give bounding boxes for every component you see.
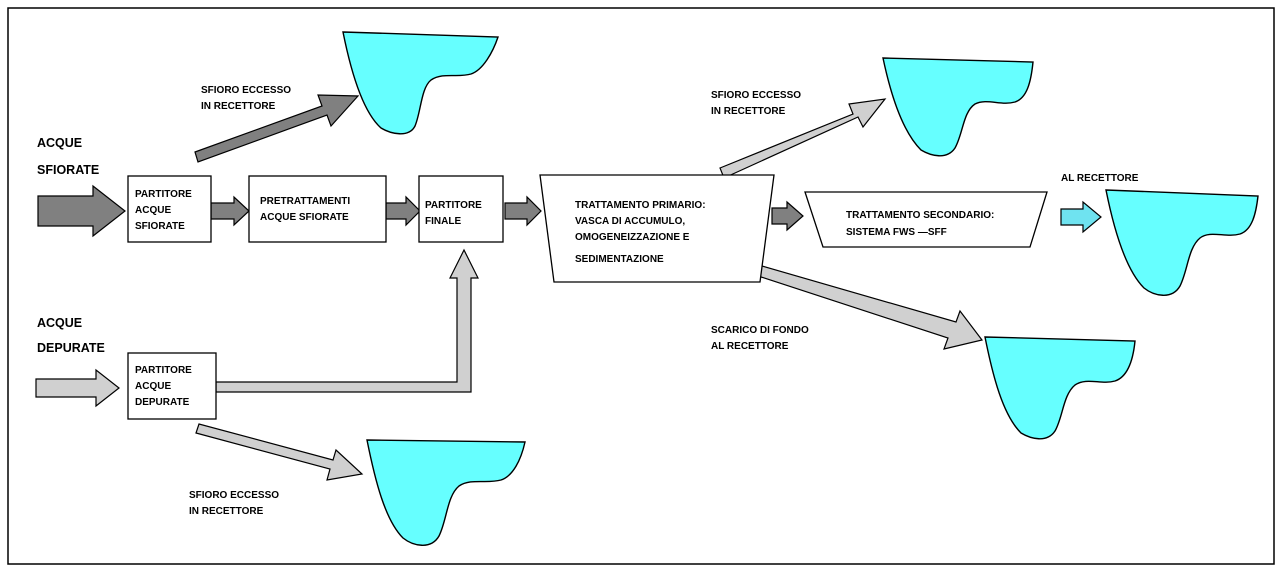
input-label-sfiorate: ACQUE SFIORATE	[37, 136, 99, 177]
pretrattamenti-box	[248, 175, 387, 243]
receiver-basin-top-left-icon	[342, 31, 499, 135]
depurate-to-finale-arrow-icon	[215, 248, 479, 393]
receiver-basin-right-icon	[1105, 189, 1259, 296]
trattamento-primario-label: TRATTAMENTO PRIMARIO: VASCA DI ACCUMULO,…	[575, 200, 708, 265]
partitore-acque-sfiorate-label: PARTITORE ACQUE SFIORATE	[135, 189, 195, 232]
overflow-arrow-top-left-icon	[194, 94, 360, 163]
overflow-arrow-bottom-icon	[195, 423, 364, 481]
bottom-discharge-arrow-icon	[757, 265, 984, 350]
input-arrow-depurate-icon	[35, 368, 120, 408]
diagram-frame	[7, 7, 1275, 565]
partitore-acque-depurate-box	[127, 352, 217, 420]
partitore-finale-box	[418, 175, 504, 243]
partitore-acque-sfiorate-box	[127, 175, 212, 243]
sfioro-label-top-right: SFIORO ECCESSO IN RECETTORE	[711, 90, 804, 117]
input-arrow-sfiorate-icon	[37, 184, 126, 238]
al-recettore-label: AL RECETTORE	[1061, 173, 1139, 184]
flow-arrow-4-icon	[771, 200, 804, 232]
partitore-finale-label: PARTITORE FINALE	[425, 200, 485, 227]
receiver-basin-top-right-icon	[882, 57, 1034, 157]
flow-arrow-1-icon	[210, 195, 250, 227]
sfioro-label-bottom: SFIORO ECCESSO IN RECETTORE	[189, 490, 282, 517]
receiver-basin-bottom-right-icon	[984, 336, 1136, 440]
trattamento-primario-box	[539, 174, 775, 283]
flow-arrow-3-icon	[504, 195, 542, 227]
partitore-acque-depurate-label: PARTITORE ACQUE DEPURATE	[135, 365, 195, 408]
receiver-basin-bottom-icon	[366, 439, 526, 546]
output-arrow-receiver-icon	[1060, 200, 1102, 234]
trattamento-secondario-label: TRATTAMENTO SECONDARIO: SISTEMA FWS —SFF	[846, 210, 997, 238]
flow-arrow-2-icon	[385, 195, 421, 227]
scarico-di-fondo-label: SCARICO DI FONDO AL RECETTORE	[711, 325, 812, 352]
overflow-arrow-top-right-icon	[719, 98, 887, 179]
input-label-depurate: ACQUE DEPURATE	[37, 316, 105, 355]
pretrattamenti-label: PRETRATTAMENTI ACQUE SFIORATE	[260, 196, 353, 223]
sfioro-label-top-left: SFIORO ECCESSO IN RECETTORE	[201, 85, 294, 112]
trattamento-secondario-box	[804, 191, 1048, 248]
